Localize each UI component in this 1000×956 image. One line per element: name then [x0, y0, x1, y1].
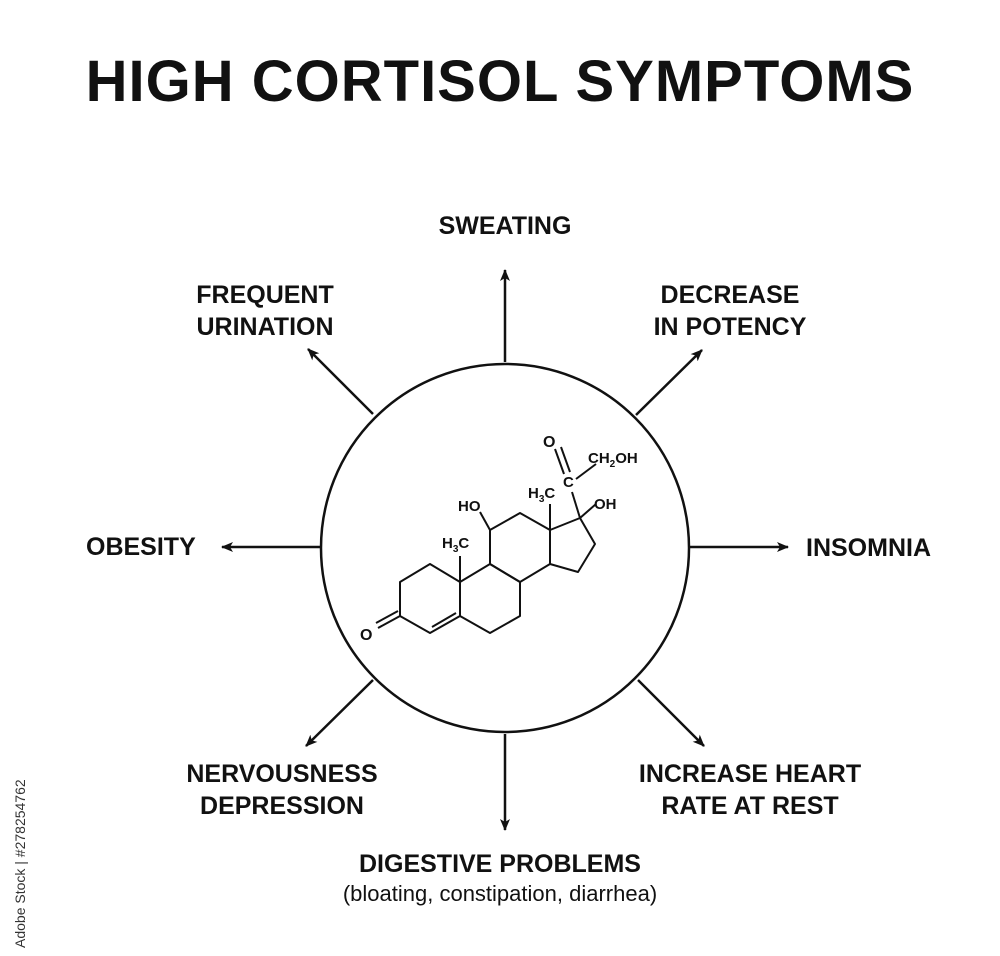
symptom-nervousness-depression: NERVOUSNESS DEPRESSION — [186, 760, 378, 820]
cortisol-molecule — [375, 446, 597, 634]
symptom-obesity: OBESITY — [86, 533, 196, 561]
page-title: HIGH CORTISOL SYMPTOMS — [85, 49, 915, 114]
arrow-down-left — [305, 679, 374, 747]
oxygen-top-label: O — [543, 434, 555, 451]
oxygen-left-label: O — [360, 627, 372, 644]
ch2oh-label: CH2OH — [588, 450, 638, 470]
symptom-digestive-problems: DIGESTIVE PROBLEMS (bloating, constipati… — [300, 848, 700, 908]
h3c-top-label: H3C — [528, 485, 555, 505]
arrow-up-left — [307, 348, 374, 415]
symptom-frequent-urination: FREQUENT URINATION — [196, 281, 334, 341]
symptom-insomnia: INSOMNIA — [806, 534, 931, 562]
ho-label: HO — [458, 498, 481, 515]
arrow-up-right — [635, 349, 703, 416]
h3c-left-label: H3C — [442, 535, 469, 555]
digestive-detail: (bloating, constipation, diarrhea) — [342, 881, 658, 906]
symptom-heart-rate: INCREASE HEART RATE AT REST — [638, 760, 862, 820]
oh-right-label: OH — [594, 496, 617, 513]
symptom-sweating: SWEATING — [438, 212, 572, 240]
symptom-decrease-potency: DECREASE IN POTENCY — [653, 281, 807, 341]
svg-text:Adobe Stock | #278254762: Adobe Stock | #278254762 — [12, 779, 28, 948]
carbon-label: C — [563, 474, 574, 491]
arrow-down-right — [637, 679, 705, 747]
molecule-circle — [319, 362, 691, 734]
stock-id-text: Adobe Stock | #278254762 — [12, 779, 28, 948]
